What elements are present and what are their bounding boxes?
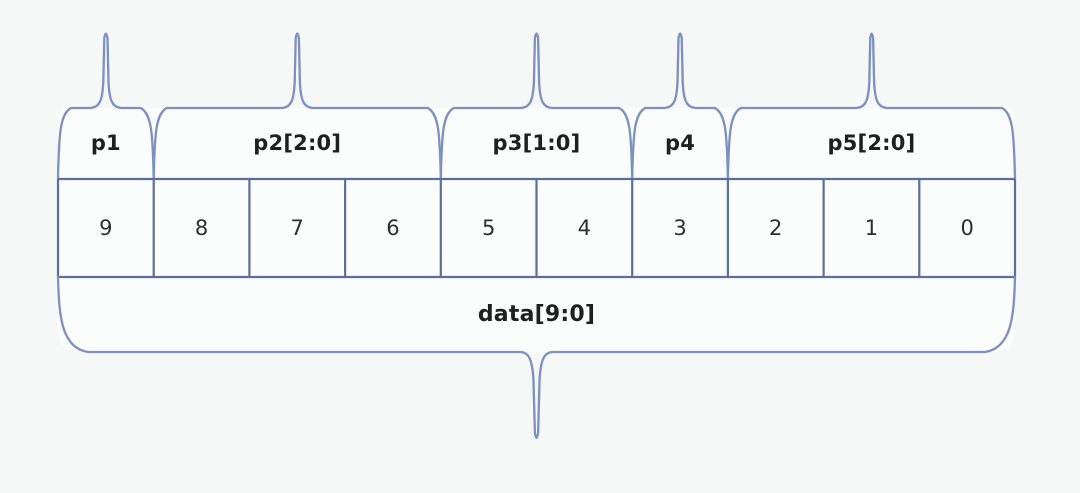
top-brace-p3 bbox=[439, 32, 634, 180]
bit-cell-3: 3 bbox=[673, 216, 687, 240]
top-brace-p2 bbox=[152, 32, 442, 180]
bit-cell-1: 1 bbox=[864, 216, 879, 240]
bit-cell-5: 5 bbox=[481, 216, 496, 240]
bus-label: data[9:0] bbox=[477, 301, 596, 327]
field-label-p1: p1 bbox=[90, 131, 121, 155]
bit-cell-8: 8 bbox=[194, 216, 209, 240]
bit-cell-2: 2 bbox=[769, 216, 783, 240]
bit-cell-9: 9 bbox=[99, 216, 113, 240]
top-brace-p1 bbox=[56, 32, 155, 180]
bottom-brace-data bbox=[56, 275, 1017, 440]
bit-cell-4: 4 bbox=[577, 216, 592, 240]
bit-cell-0: 0 bbox=[960, 216, 974, 240]
field-label-p4: p4 bbox=[665, 131, 696, 155]
bit-table-grid bbox=[56, 177, 1017, 279]
bit-cell-7: 7 bbox=[290, 216, 304, 240]
field-label-p3: p3[1:0] bbox=[492, 131, 581, 155]
field-label-p2: p2[2:0] bbox=[253, 131, 342, 155]
top-brace-p5 bbox=[726, 32, 1017, 180]
field-label-p5: p5[2:0] bbox=[827, 131, 916, 155]
bit-cell-6: 6 bbox=[386, 216, 400, 240]
top-brace-p4 bbox=[631, 32, 730, 180]
